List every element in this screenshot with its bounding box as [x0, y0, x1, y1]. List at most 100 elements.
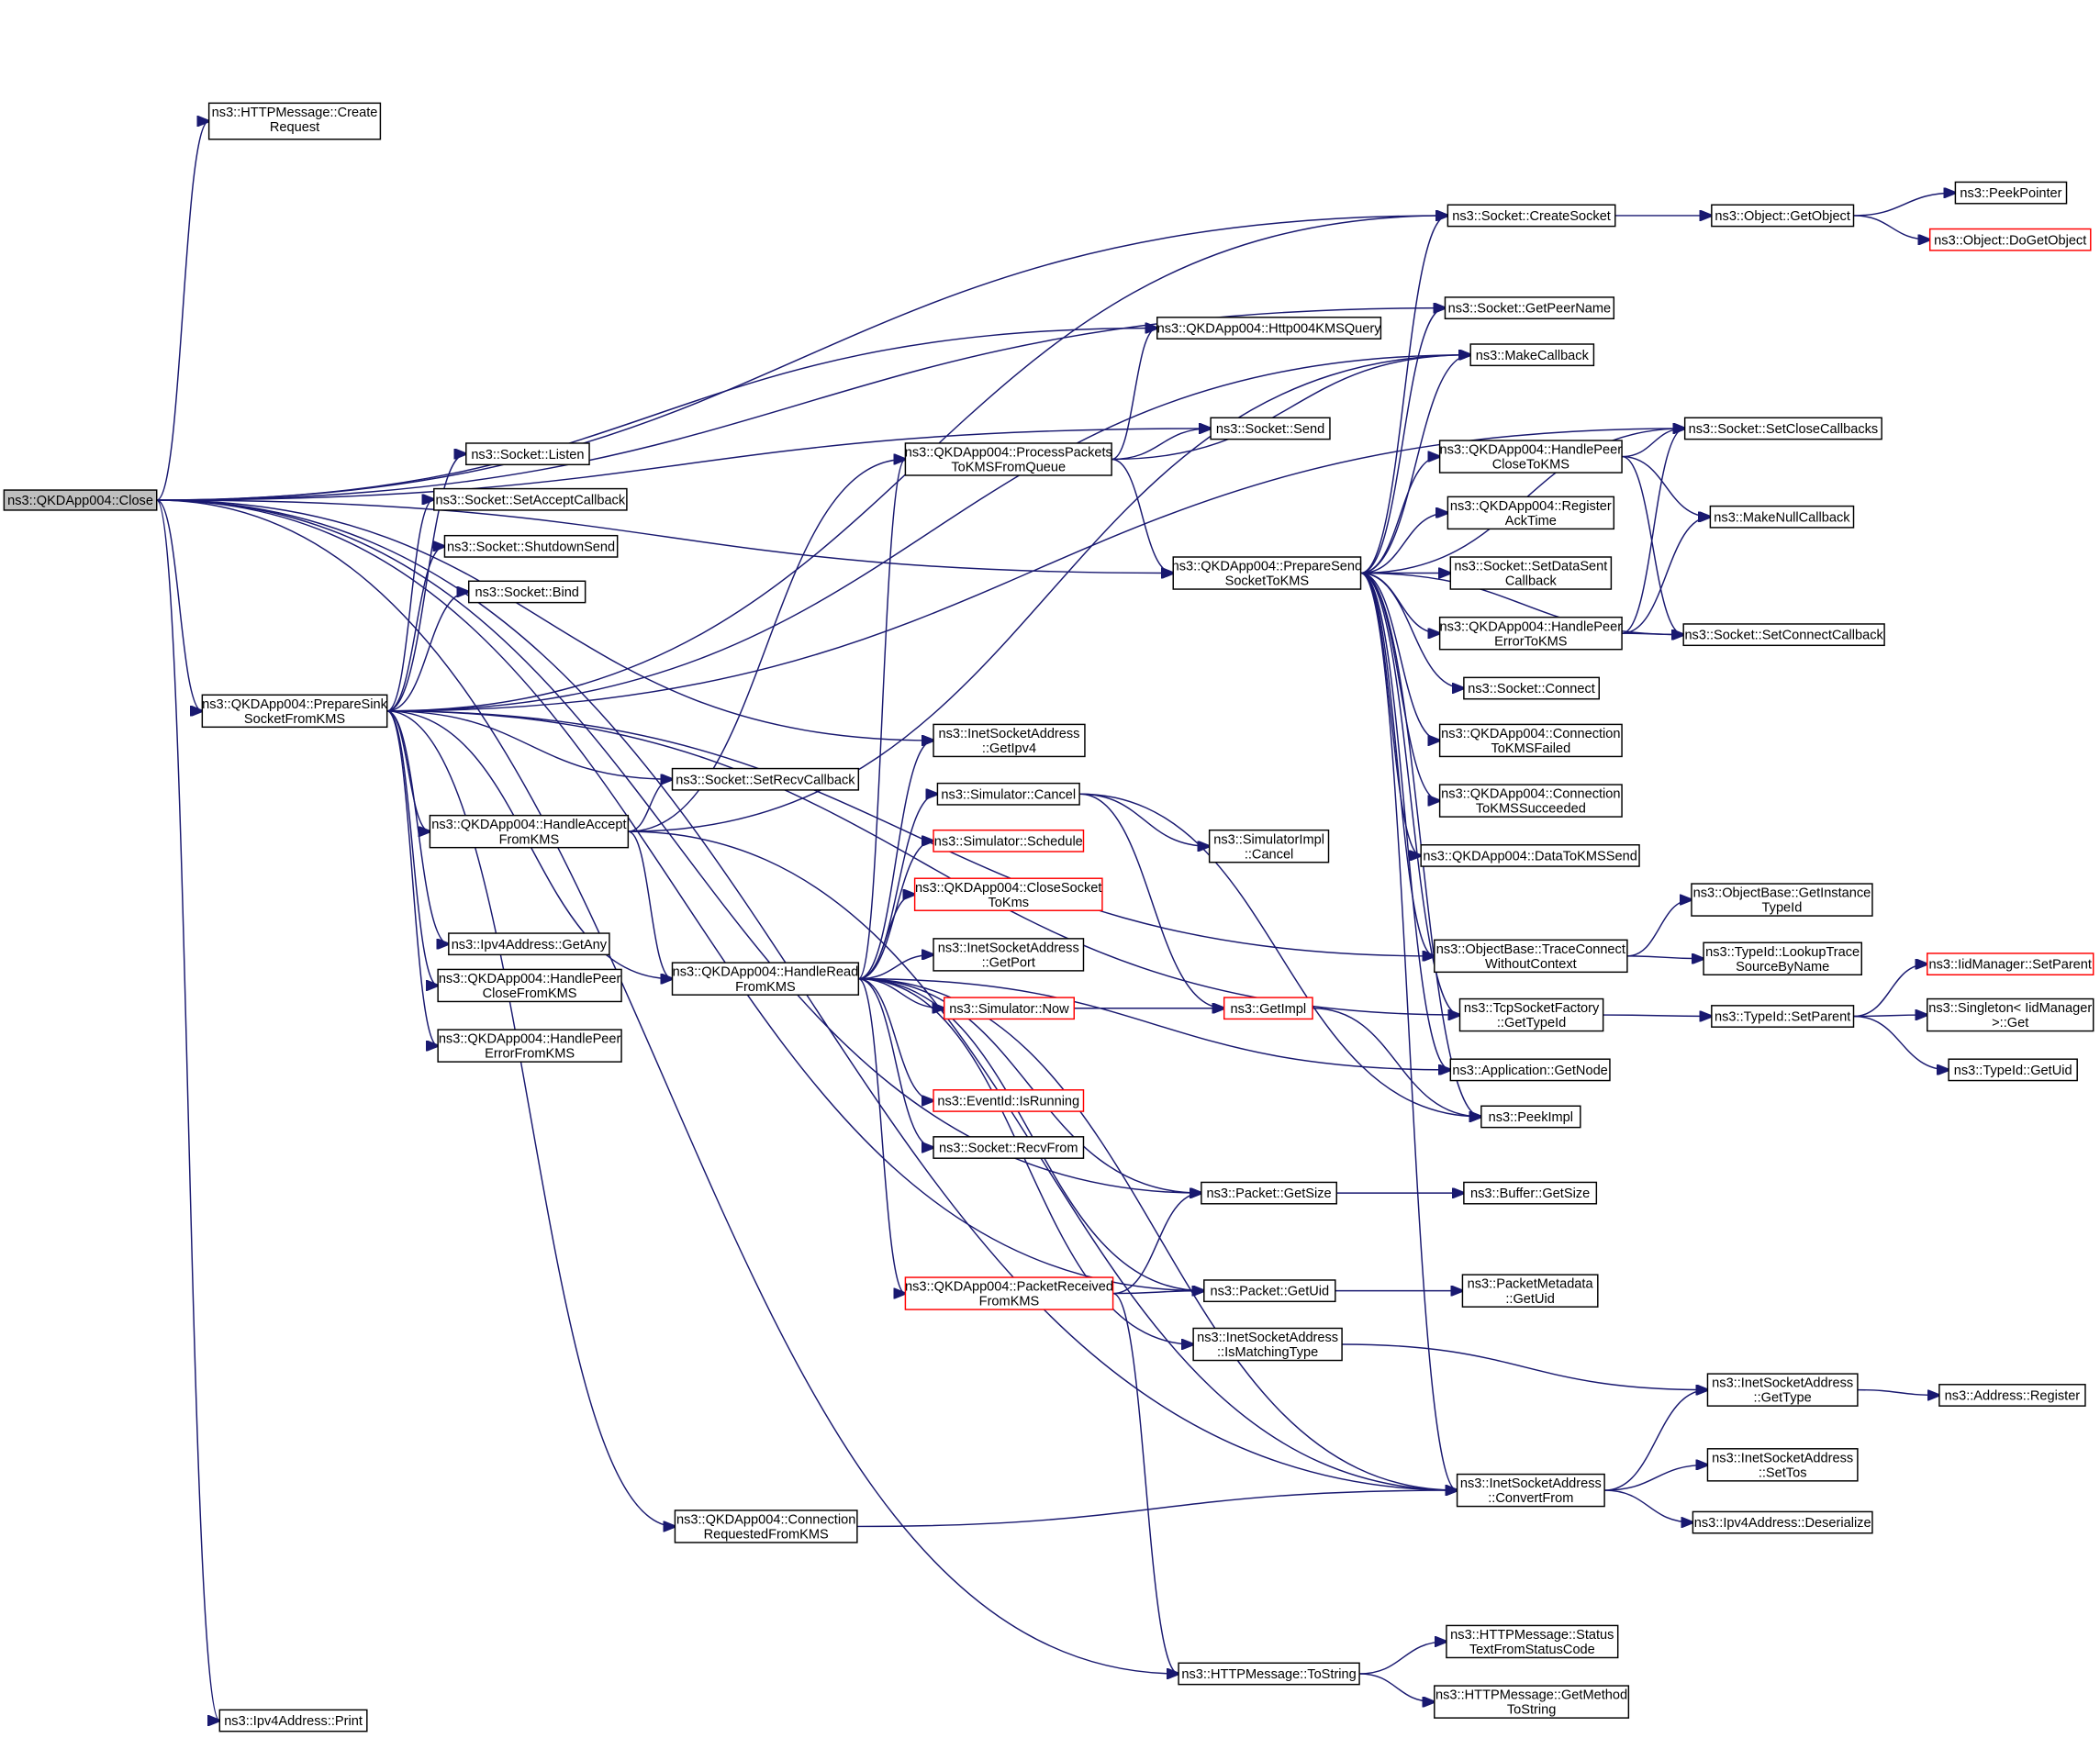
node-status-text[interactable]: ns3::HTTPMessage::StatusTextFromStatusCo…: [1446, 1624, 1619, 1659]
node-tcp-get-type-id[interactable]: ns3::TcpSocketFactory::GetTypeId: [1458, 997, 1604, 1032]
node-box[interactable]: [465, 442, 590, 466]
node-shutdown-send[interactable]: ns3::Socket::ShutdownSend: [443, 534, 619, 558]
node-convert-from[interactable]: ns3::InetSocketAddress::ConvertFrom: [1456, 1473, 1605, 1508]
node-deserialize[interactable]: ns3::Ipv4Address::Deserialize: [1692, 1510, 1873, 1534]
node-get-peer-name[interactable]: ns3::Socket::GetPeerName: [1444, 296, 1615, 320]
node-bind[interactable]: ns3::Socket::Bind: [467, 580, 586, 604]
node-box[interactable]: [674, 1510, 858, 1543]
node-trace-connect[interactable]: ns3::ObjectBase::TraceConnectWithoutCont…: [1434, 939, 1628, 974]
node-box[interactable]: [943, 997, 1075, 1020]
node-make-callback[interactable]: ns3::MakeCallback: [1469, 343, 1595, 367]
node-box[interactable]: [933, 1089, 1085, 1112]
node-http004[interactable]: ns3::QKDApp004::Http004KMSQuery: [1156, 317, 1382, 340]
node-box[interactable]: [913, 877, 1103, 911]
node-box[interactable]: [1463, 1181, 1598, 1205]
node-box[interactable]: [467, 580, 586, 604]
node-box[interactable]: [1434, 939, 1628, 974]
node-sim-cancel[interactable]: ns3::Simulator::Cancel: [936, 782, 1080, 806]
node-box[interactable]: [1709, 505, 1855, 529]
node-box[interactable]: [904, 442, 1112, 476]
node-sim-schedule[interactable]: ns3::Simulator::Schedule: [933, 829, 1085, 852]
node-packet-get-size[interactable]: ns3::Packet::GetSize: [1201, 1181, 1337, 1205]
node-to-string[interactable]: ns3::HTTPMessage::ToString: [1178, 1662, 1360, 1686]
node-box[interactable]: [1461, 1274, 1599, 1308]
node-get-impl[interactable]: ns3::GetImpl: [1223, 997, 1313, 1020]
node-box[interactable]: [936, 782, 1080, 806]
node-box[interactable]: [1928, 228, 2092, 251]
node-get-ipv4[interactable]: ns3::InetSocketAddress::GetIpv4: [933, 723, 1086, 758]
node-close[interactable]: ns3::QKDApp004::Close: [3, 489, 158, 511]
node-set-recv-callback[interactable]: ns3::Socket::SetRecvCallback: [671, 767, 860, 791]
node-connect[interactable]: ns3::Socket::Connect: [1463, 676, 1600, 700]
node-box[interactable]: [218, 1709, 368, 1732]
node-box[interactable]: [1447, 204, 1616, 228]
node-get-port[interactable]: ns3::InetSocketAddress::GetPort: [933, 938, 1085, 972]
node-box[interactable]: [1469, 343, 1595, 367]
node-box[interactable]: [671, 962, 860, 996]
node-type-id-get-uid[interactable]: ns3::TypeId::GetUid: [1948, 1058, 2078, 1082]
node-box[interactable]: [1208, 829, 1330, 863]
node-do-get-object[interactable]: ns3::Object::DoGetObject: [1928, 228, 2092, 251]
node-sim-now[interactable]: ns3::Simulator::Now: [943, 997, 1075, 1020]
node-box[interactable]: [1438, 784, 1623, 818]
node-box[interactable]: [1438, 616, 1623, 651]
node-box[interactable]: [1711, 1005, 1855, 1028]
node-box[interactable]: [3, 489, 158, 511]
node-box[interactable]: [1438, 440, 1623, 473]
node-peek-pointer[interactable]: ns3::PeekPointer: [1954, 181, 2068, 205]
node-box[interactable]: [1203, 1279, 1336, 1303]
node-box[interactable]: [1927, 953, 2094, 976]
node-packet-get-uid[interactable]: ns3::Packet::GetUid: [1203, 1279, 1336, 1303]
node-box[interactable]: [1449, 556, 1613, 590]
node-buffer-get-size[interactable]: ns3::Buffer::GetSize: [1463, 1181, 1598, 1205]
node-box[interactable]: [1711, 204, 1855, 228]
node-box[interactable]: [1682, 623, 1885, 647]
node-box[interactable]: [1456, 1473, 1605, 1508]
node-box[interactable]: [1683, 417, 1882, 440]
node-box[interactable]: [1178, 1662, 1360, 1686]
node-recv-from[interactable]: ns3::Socket::RecvFrom: [933, 1136, 1085, 1159]
node-box[interactable]: [1449, 1058, 1611, 1082]
node-box[interactable]: [1692, 1510, 1873, 1534]
node-iid-set-parent[interactable]: ns3::IidManager::SetParent: [1927, 953, 2094, 976]
node-set-close-callbacks[interactable]: ns3::Socket::SetCloseCallbacks: [1683, 417, 1882, 440]
node-box[interactable]: [1420, 844, 1640, 867]
node-make-null-callback[interactable]: ns3::MakeNullCallback: [1709, 505, 1855, 529]
node-data-to-kmssend[interactable]: ns3::QKDApp004::DataToKMSSend: [1420, 844, 1640, 867]
node-process-packets[interactable]: ns3::QKDApp004::ProcessPacketsToKMSFromQ…: [904, 442, 1112, 476]
node-box[interactable]: [1444, 296, 1615, 320]
node-box[interactable]: [443, 534, 619, 558]
node-box[interactable]: [1463, 676, 1600, 700]
node-box[interactable]: [448, 932, 610, 956]
node-box[interactable]: [904, 1276, 1114, 1310]
node-is-matching-type[interactable]: ns3::InetSocketAddress::IsMatchingType: [1192, 1327, 1343, 1362]
node-box[interactable]: [1706, 1448, 1859, 1482]
node-box[interactable]: [933, 1136, 1085, 1159]
node-box[interactable]: [1927, 997, 2094, 1032]
node-box[interactable]: [1703, 941, 1862, 976]
node-set-connect-callback[interactable]: ns3::Socket::SetConnectCallback: [1682, 623, 1885, 647]
node-box[interactable]: [1192, 1327, 1343, 1362]
node-box[interactable]: [1938, 1384, 2086, 1407]
node-box[interactable]: [1706, 1373, 1859, 1407]
node-box[interactable]: [671, 767, 860, 791]
node-metadata-get-uid[interactable]: ns3::PacketMetadata::GetUid: [1461, 1274, 1599, 1308]
node-box[interactable]: [933, 829, 1085, 852]
node-set-tos[interactable]: ns3::InetSocketAddress::SetTos: [1706, 1448, 1859, 1482]
node-box[interactable]: [1210, 417, 1331, 440]
node-peek-impl[interactable]: ns3::PeekImpl: [1480, 1105, 1581, 1129]
node-box[interactable]: [1438, 723, 1623, 758]
node-box[interactable]: [207, 102, 382, 140]
node-get-object[interactable]: ns3::Object::GetObject: [1711, 204, 1855, 228]
